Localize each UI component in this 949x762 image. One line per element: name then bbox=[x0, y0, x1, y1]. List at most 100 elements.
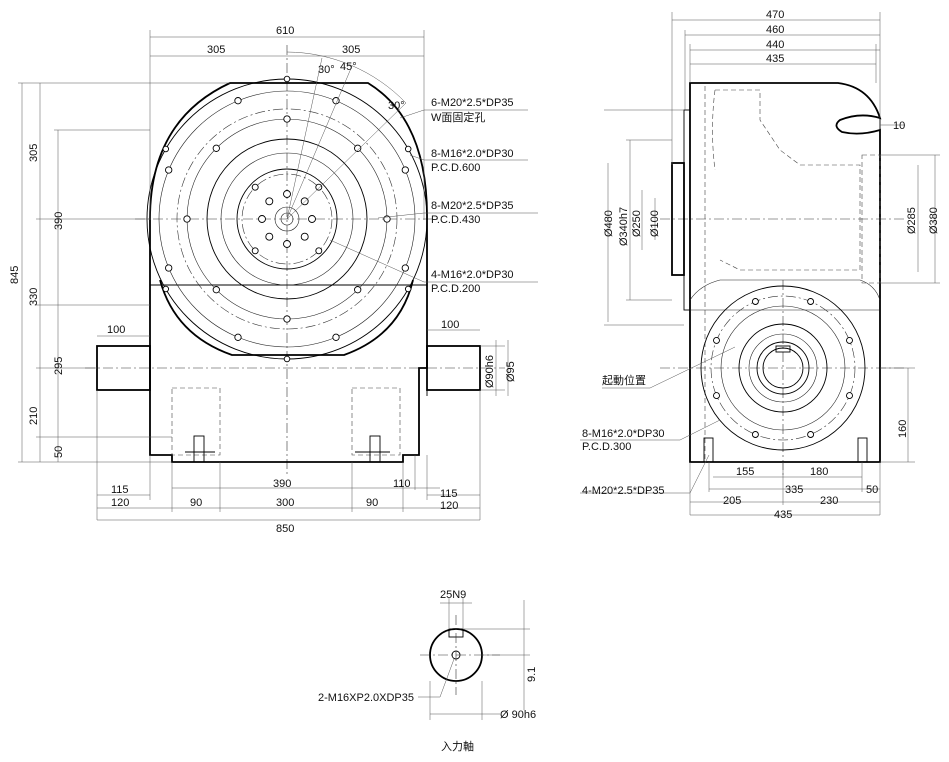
front-callout-3-line1: 8-M20*2.5*DP35 bbox=[431, 200, 514, 212]
dim-845: 845 bbox=[9, 266, 21, 284]
front-callout-4-line2: P.C.D.200 bbox=[431, 283, 480, 295]
bolt-hole-pcd600 bbox=[234, 333, 242, 341]
bolt-hole-pcd600 bbox=[165, 166, 173, 174]
dim-390-bottom: 390 bbox=[273, 478, 291, 490]
bolt-hole-w-face bbox=[404, 145, 412, 153]
bolt-hole-pcd430 bbox=[212, 144, 220, 152]
dim-335: 335 bbox=[785, 484, 803, 496]
shaft-caption: 入力軸 bbox=[441, 739, 474, 753]
center-hole bbox=[300, 232, 309, 241]
dim-295-vert: 295 bbox=[53, 357, 65, 375]
bolt-hole-pcd600 bbox=[234, 97, 242, 105]
dim-110: 110 bbox=[393, 478, 411, 490]
bolt-hole-pcd300 bbox=[846, 392, 853, 400]
dim-305-vert: 305 bbox=[28, 144, 40, 162]
side-holes bbox=[713, 298, 853, 438]
bolt-hole-w-face bbox=[404, 285, 412, 293]
side-callout-2: 4-M20*2.5*DP35 bbox=[582, 485, 665, 497]
center-hole bbox=[265, 197, 274, 206]
front-holes bbox=[162, 75, 412, 363]
bolt-hole-pcd430 bbox=[354, 286, 362, 294]
dim-435-top: 435 bbox=[766, 53, 784, 65]
dim-610: 610 bbox=[276, 25, 294, 37]
bolt-hole-w-face bbox=[283, 355, 291, 363]
dim-180: 180 bbox=[810, 466, 828, 478]
front-lower-bowl bbox=[159, 279, 414, 356]
shaft-detail: 25N9 9.1 2-M16XP2.0XDP35 Ø 90h6 入力軸 bbox=[318, 589, 538, 753]
dim-160: 160 bbox=[897, 420, 909, 438]
bolt-hole-pcd430 bbox=[354, 144, 362, 152]
dim-300: 300 bbox=[276, 497, 294, 509]
bolt-hole-pcd600 bbox=[401, 264, 409, 272]
bolt-hole-pcd430 bbox=[283, 115, 291, 123]
dim-460: 460 bbox=[766, 24, 784, 36]
center-hole bbox=[283, 190, 291, 198]
angle-45: 45° bbox=[340, 61, 357, 73]
bolt-hole-pcd430 bbox=[212, 286, 220, 294]
dim-115-left: 115 bbox=[111, 484, 129, 496]
key-width-dim: 25N9 bbox=[440, 589, 466, 601]
dim-435-bottom: 435 bbox=[774, 509, 792, 521]
bolt-hole-pcd200 bbox=[251, 247, 259, 255]
center-hole bbox=[258, 215, 266, 223]
dim-10: 10 bbox=[893, 120, 905, 132]
dim-155: 155 bbox=[736, 466, 754, 478]
shaft-dia-dim: Ø 90h6 bbox=[500, 709, 536, 721]
center-hole bbox=[300, 197, 309, 206]
bolt-hole-pcd200 bbox=[315, 183, 323, 191]
start-position-label: 起動位置 bbox=[602, 373, 646, 387]
front-callout-1-line2: W面固定孔 bbox=[431, 110, 485, 124]
bolt-hole-pcd600 bbox=[401, 166, 409, 174]
dim-210-vert: 210 bbox=[28, 407, 40, 425]
bolt-hole-w-face bbox=[283, 75, 291, 83]
dim-120-right: 120 bbox=[440, 500, 458, 512]
dim-330-vert: 330 bbox=[28, 288, 40, 306]
side-callout-1-line1: 8-M16*2.0*DP30 bbox=[582, 428, 665, 440]
bolt-hole-pcd600 bbox=[165, 264, 173, 272]
front-callout-2-line2: P.C.D.600 bbox=[431, 162, 480, 174]
dim-50-vert: 50 bbox=[53, 446, 65, 458]
front-housing-outline bbox=[149, 82, 428, 463]
dim-205: 205 bbox=[723, 495, 741, 507]
thread-callout: 2-M16XP2.0XDP35 bbox=[318, 692, 414, 704]
front-callout-1-line1: 6-M20*2.5*DP35 bbox=[431, 97, 514, 109]
bolt-hole-pcd300 bbox=[807, 431, 815, 438]
dim-dia-340h7: Ø340h7 bbox=[618, 207, 630, 246]
bolt-hole-pcd200 bbox=[251, 183, 259, 191]
dim-dia-100: Ø100 bbox=[649, 210, 661, 237]
dim-230: 230 bbox=[820, 495, 838, 507]
output-flange bbox=[700, 285, 866, 451]
bolt-hole-pcd300 bbox=[751, 298, 759, 305]
bolt-hole-w-face bbox=[162, 285, 170, 293]
dim-850: 850 bbox=[276, 523, 294, 535]
center-hole bbox=[308, 215, 316, 223]
dim-115-right: 115 bbox=[440, 488, 458, 500]
center-hole bbox=[283, 240, 291, 248]
front-callout-4-line1: 4-M16*2.0*DP30 bbox=[431, 269, 514, 281]
dim-90-right: 90 bbox=[366, 497, 378, 509]
bolt-hole-pcd300 bbox=[751, 431, 759, 438]
dim-390-vert: 390 bbox=[53, 212, 65, 230]
bolt-hole-pcd300 bbox=[713, 392, 720, 400]
dim-100-left: 100 bbox=[107, 324, 125, 336]
side-callout-1-line2: P.C.D.300 bbox=[582, 441, 631, 453]
front-callout-3-line2: P.C.D.430 bbox=[431, 214, 480, 226]
bolt-hole-pcd600 bbox=[332, 333, 340, 341]
bolt-hole-pcd430 bbox=[183, 215, 191, 223]
dim-90-left: 90 bbox=[190, 497, 202, 509]
center-hole bbox=[265, 232, 274, 241]
side-housing-outline bbox=[689, 82, 882, 463]
angle-30-right: 30° bbox=[388, 100, 405, 112]
front-view: 30° 45° 30° 610 305 305 845 305 390 330 … bbox=[9, 25, 538, 535]
bolt-hole-pcd300 bbox=[807, 298, 815, 305]
angle-30-left: 30° bbox=[318, 64, 335, 76]
front-callout-2-line1: 8-M16*2.0*DP30 bbox=[431, 148, 514, 160]
bolt-hole-w-face bbox=[162, 145, 170, 153]
dim-dia-95: Ø95 bbox=[505, 361, 517, 382]
dim-100-right: 100 bbox=[441, 319, 459, 331]
bolt-hole-pcd300 bbox=[846, 336, 853, 344]
dim-470: 470 bbox=[766, 9, 784, 21]
dim-dia-380: Ø380 bbox=[928, 207, 940, 234]
dim-305-right: 305 bbox=[342, 44, 360, 56]
dim-dia-480: Ø480 bbox=[603, 210, 615, 237]
